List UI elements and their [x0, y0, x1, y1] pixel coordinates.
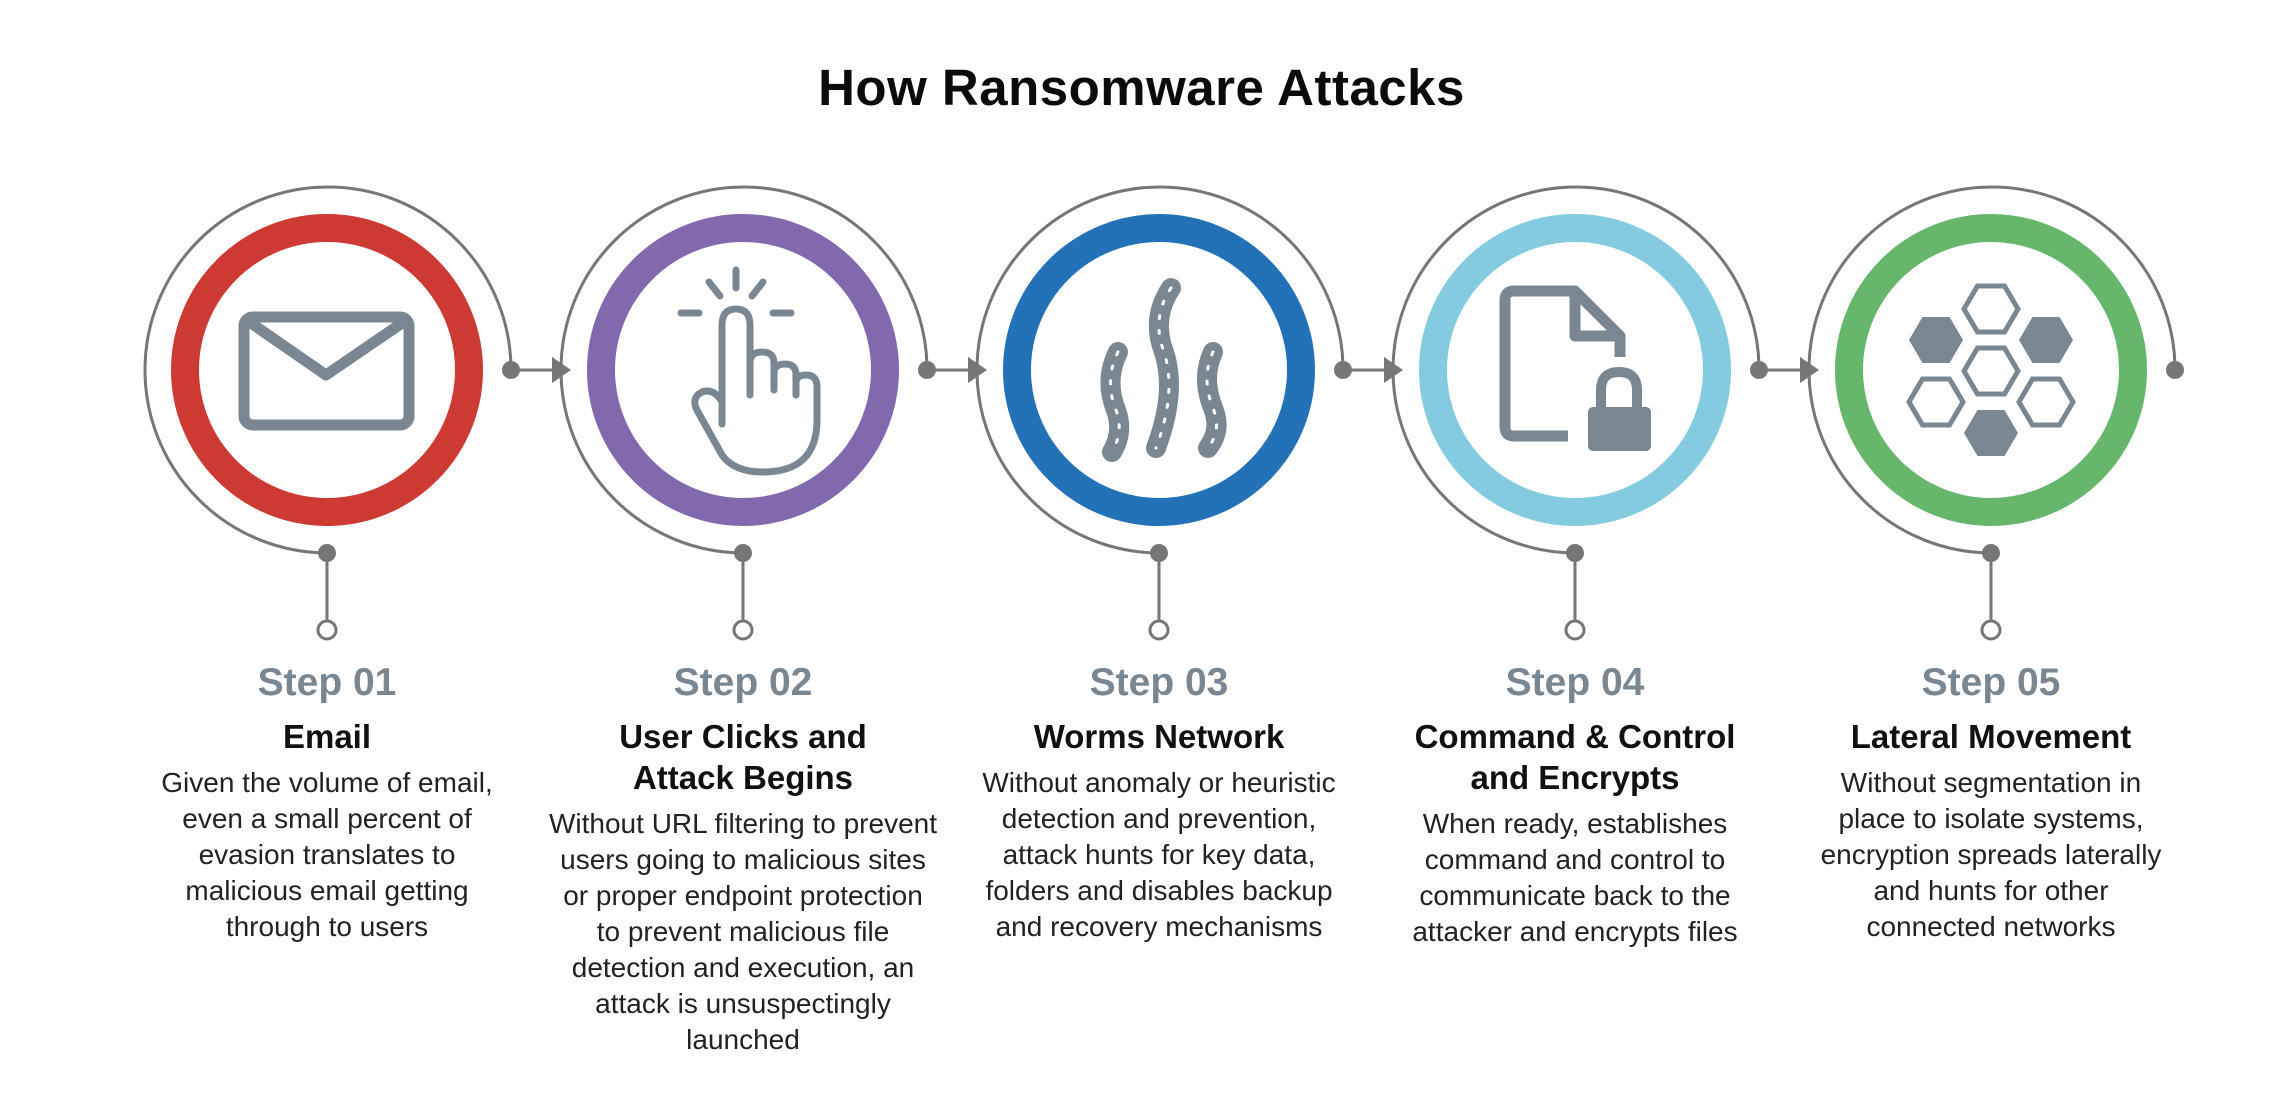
step-label: Step 05: [1921, 661, 2061, 704]
step-5-color-ring: [1835, 214, 2147, 526]
step-3-text: Step 03 Worms Network Without anomaly or…: [969, 660, 1349, 945]
outer-ring-arc: [1391, 185, 1761, 555]
step-2-text: Step 02 User Clicks and Attack Begins Wi…: [548, 660, 938, 1058]
step-5-text: Step 05 Lateral Movement Without segment…: [1806, 660, 2176, 945]
step-title: User Clicks and Attack Begins: [619, 718, 867, 796]
outer-ring-arc: [559, 185, 929, 555]
step-title: Worms Network: [1033, 718, 1285, 755]
page-title: How Ransomware Attacks: [818, 59, 1465, 116]
stem-end-circle: [732, 619, 754, 641]
step-title: Command & Control and Encrypts: [1414, 718, 1736, 796]
outer-ring-arc: [1807, 185, 2177, 555]
step-description: Without anomaly or heuristic detection a…: [982, 767, 1336, 942]
step-label: Step 03: [1089, 661, 1229, 704]
outer-ring-arc: [975, 185, 1345, 555]
stem-end-circle: [1148, 619, 1170, 641]
step-2-node: [559, 185, 936, 641]
step-description: Without URL filtering to prevent users g…: [548, 808, 938, 1055]
step-5-node: [1807, 185, 2184, 641]
step-1-node: [143, 185, 520, 641]
step-label: Step 01: [257, 661, 397, 704]
worms-icon: [1100, 278, 1227, 462]
step-3-node: [975, 185, 1352, 641]
step-description: Without segmentation in place to isolate…: [1820, 767, 2162, 942]
step-title: Email: [282, 718, 372, 755]
step-4-color-ring: [1419, 214, 1731, 526]
step-1-text: Step 01 Email Given the volume of email,…: [142, 660, 512, 945]
step-4-node: [1391, 185, 1768, 641]
outer-ring-arc: [143, 185, 513, 555]
step-title: Lateral Movement: [1850, 718, 2132, 755]
step-description: Given the volume of email, even a small …: [161, 767, 493, 942]
stem-end-circle: [1980, 619, 2002, 641]
locked-file-icon: [1499, 285, 1651, 451]
step-label: Step 04: [1505, 661, 1645, 704]
step-4-text: Step 04 Command & Control and Encrypts W…: [1390, 660, 1760, 950]
step-description: When ready, establishes command and cont…: [1412, 808, 1738, 947]
envelope-icon: [238, 311, 415, 431]
step-label: Step 02: [673, 661, 813, 704]
stem-end-circle: [1564, 619, 1586, 641]
connector-dot: [2166, 361, 2184, 379]
pointing-hand-icon: [677, 266, 821, 476]
stem-end-circle: [316, 619, 338, 641]
